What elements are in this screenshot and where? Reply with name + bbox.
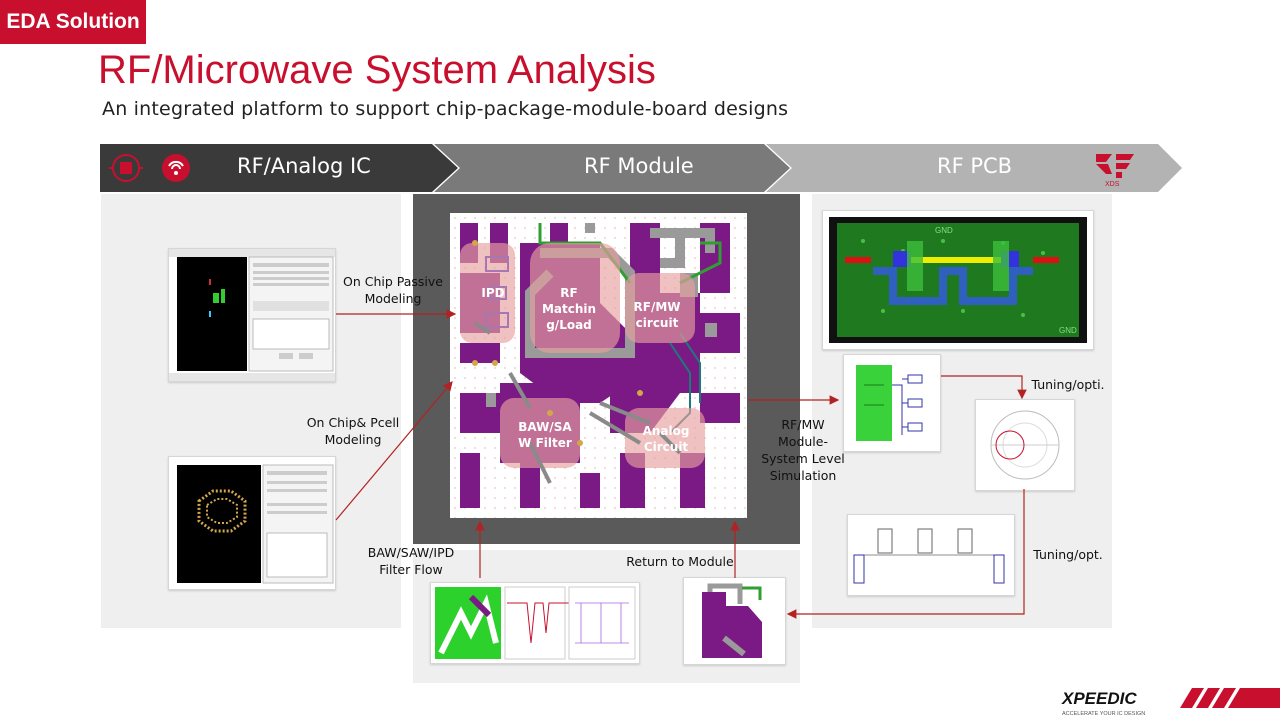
return-module-screenshot	[683, 577, 786, 665]
xpeedic-tagline: ACCELERATE YOUR IC DESIGN	[1062, 711, 1145, 717]
rf-logo-text: XDS	[1105, 181, 1120, 188]
analog-circuit-label: Analog Circuit	[642, 424, 690, 454]
xpeedic-logo-text: XPEEDIC	[1061, 689, 1137, 708]
stage-module-arrow	[434, 144, 790, 192]
ipd-label: IPD	[481, 286, 505, 300]
page-title: RF/Microwave System Analysis	[98, 48, 656, 92]
smith-chart-screenshot	[975, 399, 1075, 491]
page-subtitle: An integrated platform to support chip-p…	[102, 98, 789, 120]
chip-icon	[109, 154, 143, 182]
baw-filter-label: BAW/SA W Filter	[518, 420, 572, 450]
gnd-bottom-label: GND	[1059, 326, 1077, 335]
pcell-modeling-label: On Chip& Pcell Modeling	[306, 415, 400, 447]
tuning-label-2: Tuning/opt.	[1033, 547, 1103, 562]
xpeedic-logo: XPEEDIC ACCELERATE YOUR IC DESIGN	[1058, 684, 1280, 720]
rf-logo-icon: XDS	[1096, 154, 1134, 188]
rfmw-circuit-label: RF/MW circuit	[633, 300, 681, 330]
schematic-screenshot	[843, 354, 941, 452]
antenna-icon	[162, 154, 190, 182]
passive-modeling-screenshot	[168, 248, 336, 382]
passive-modeling-label: On Chip Passive Modeling	[343, 274, 443, 306]
return-module-label: Return to Module	[626, 554, 734, 569]
system-simulation-label: RF/MW Module-System Level Simulation	[761, 417, 845, 483]
pcell-modeling-screenshot	[168, 456, 336, 590]
pcb-layout-screenshot: GND GND	[822, 210, 1094, 350]
stage-module-label: RF Module	[584, 154, 694, 178]
stage-pcb-label: RF PCB	[937, 154, 1013, 178]
system-simulation-screenshot	[847, 514, 1015, 596]
stage-ic-label: RF/Analog IC	[237, 154, 371, 178]
filter-flow-screenshot	[430, 582, 640, 664]
rf-matching-label: RF Matchin g/Load	[541, 286, 597, 332]
baw-flow-label: BAW/SAW/IPD Filter Flow	[367, 545, 455, 577]
process-flow-bar: XDS RF/Analog IC RF Module RF PCB	[100, 144, 1182, 192]
module-layout: IPD RF Matchin g/Load RF/MW circuit BAW/…	[450, 213, 747, 518]
eda-solution-tag: EDA Solution	[0, 0, 146, 44]
gnd-top-label: GND	[935, 226, 953, 235]
stage-pcb-arrow	[766, 144, 1182, 192]
stage-ic-arrow	[100, 144, 458, 192]
tuning-label-1: Tuning/opti.	[1031, 377, 1105, 392]
